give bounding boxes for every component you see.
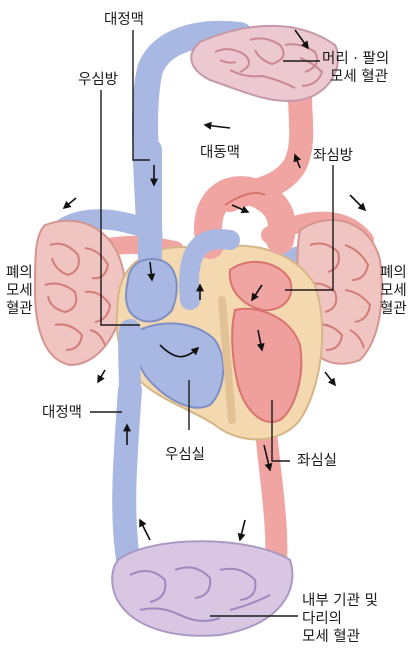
- label-lung-capillaries-right: 폐의 모세 혈관: [380, 264, 407, 318]
- label-lung-right-line3: 혈관: [380, 300, 407, 318]
- label-lung-left-line2: 모세: [6, 282, 33, 300]
- label-aorta: 대동맥: [200, 144, 240, 162]
- inferior-vena-cava-vessel: [129, 330, 130, 392]
- label-lung-left-line1: 폐의: [6, 264, 33, 282]
- label-left-ventricle: 좌심실: [297, 452, 337, 470]
- label-superior-vena-cava: 대정맥: [104, 11, 144, 29]
- label-organs-line1: 내부 기관 및: [302, 592, 378, 610]
- label-left-atrium: 좌심방: [313, 147, 353, 165]
- label-head-arm-capillaries: 머리 · 팔의 모세 혈관: [322, 50, 389, 86]
- label-lung-right-line1: 폐의: [380, 264, 407, 282]
- label-right-ventricle: 우심실: [165, 446, 205, 464]
- heart: [117, 150, 323, 439]
- label-head-arm-line2: 모세 혈관: [322, 68, 389, 86]
- label-lung-right-line2: 모세: [380, 282, 407, 300]
- label-organs-line3: 모세 혈관: [302, 628, 378, 646]
- label-organs-line2: 다리의: [302, 610, 378, 628]
- right-ventricle-chamber: [135, 323, 223, 407]
- label-lung-capillaries-left: 폐의 모세 혈관: [6, 264, 33, 318]
- label-lung-left-line3: 혈관: [6, 300, 33, 318]
- label-organs-legs-capillaries: 내부 기관 및 다리의 모세 혈관: [302, 592, 378, 646]
- label-head-arm-line1: 머리 · 팔의: [322, 50, 389, 68]
- label-right-atrium: 우심방: [78, 71, 118, 89]
- label-inferior-vena-cava: 대정맥: [42, 404, 82, 422]
